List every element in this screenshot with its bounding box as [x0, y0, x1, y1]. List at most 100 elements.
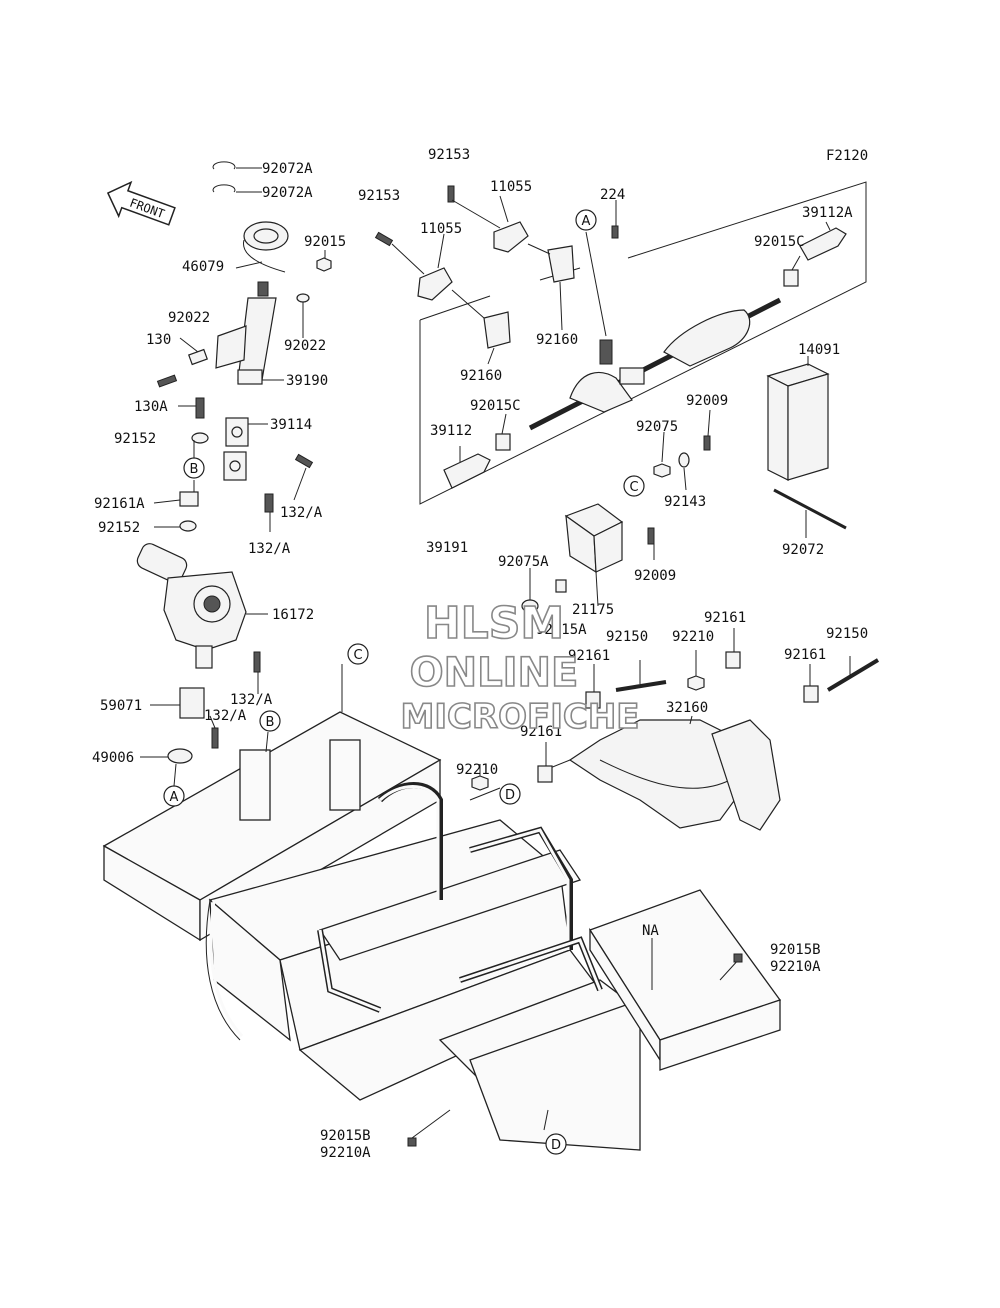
- bolt-icon: [447, 185, 455, 203]
- part-label: 92153: [358, 188, 400, 204]
- strap-icon: [773, 488, 847, 530]
- part-label: 92161: [520, 724, 562, 740]
- bolt-icon: [733, 953, 743, 963]
- part-label: 11055: [490, 179, 532, 195]
- control-module-icon: [564, 503, 624, 574]
- nut-icon: [687, 675, 705, 691]
- joint-icon: [179, 651, 261, 749]
- bolt-icon: [647, 527, 655, 545]
- svg-text:MICROFICHE: MICROFICHE: [400, 697, 639, 737]
- part-label: 92161: [568, 648, 610, 664]
- part-label: 92210: [456, 762, 498, 778]
- part-label: 39190: [286, 373, 328, 389]
- bushing-icon: [725, 651, 741, 669]
- part-label: 92015A: [536, 622, 587, 638]
- part-label: 92150: [606, 629, 648, 645]
- bolt-icon: [156, 374, 178, 388]
- washer-icon: [188, 348, 208, 366]
- part-label: 92075A: [498, 554, 549, 570]
- part-label: 49006: [92, 750, 134, 766]
- part-label: 39114: [270, 417, 312, 433]
- part-label: 92009: [634, 568, 676, 584]
- part-label: 92072A: [262, 185, 313, 201]
- steering-boot-icon: [243, 221, 289, 273]
- bolt-icon: [195, 397, 205, 419]
- part-label: 92022: [168, 310, 210, 326]
- svg-text:D: D: [505, 788, 515, 803]
- callout-d: D: [499, 783, 521, 805]
- tie-rod-end-icon: [783, 227, 847, 287]
- figure-code: F2120: [826, 148, 868, 164]
- svg-text:A: A: [582, 214, 591, 229]
- part-label: 39112: [430, 423, 472, 439]
- part-label: 92150: [826, 626, 868, 642]
- universal-joint-icon: [223, 417, 249, 481]
- part-label: 92075: [636, 419, 678, 435]
- bolt-icon: [703, 435, 711, 451]
- power-steering-unit-icon: [136, 543, 247, 669]
- part-label: 132/A: [248, 541, 291, 557]
- callout-d: D: [545, 1133, 567, 1155]
- snap-ring-icon: [212, 161, 236, 193]
- bushing-icon: [585, 691, 601, 709]
- part-label: 21175: [572, 602, 614, 618]
- clamp-icon: [493, 221, 529, 253]
- part-label: 92161A: [94, 496, 145, 512]
- part-label: 130A: [134, 399, 168, 415]
- part-label: 92015B: [320, 1128, 371, 1144]
- svg-text:C: C: [629, 480, 638, 495]
- part-label: 92161: [784, 647, 826, 663]
- nut-icon: [471, 775, 489, 791]
- washer-icon: [678, 452, 690, 468]
- part-label: 92015C: [470, 398, 521, 414]
- part-label: 32160: [666, 700, 708, 716]
- callout-a: A: [575, 209, 597, 231]
- part-label: 92143: [664, 494, 706, 510]
- part-label: 132/A: [230, 692, 273, 708]
- clamp-icon: [417, 267, 453, 301]
- part-label: 92160: [460, 368, 502, 384]
- callout-na: NA: [642, 923, 659, 939]
- bolt-icon: [374, 231, 394, 247]
- washer-icon: [296, 293, 310, 303]
- washer-icon: [179, 520, 197, 532]
- bushing-icon: [179, 491, 199, 507]
- part-label: 92009: [686, 393, 728, 409]
- callout-a: A: [163, 785, 185, 807]
- washer-icon: [191, 432, 209, 444]
- screw-icon: [611, 225, 619, 239]
- part-label: 16172: [272, 607, 314, 623]
- ecu-box-icon: [766, 363, 830, 481]
- svg-text:ONLINE: ONLINE: [410, 650, 579, 696]
- callout-b: B: [183, 457, 205, 479]
- bolt-icon: [826, 658, 880, 692]
- part-label: 92022: [284, 338, 326, 354]
- part-label: 92160: [536, 332, 578, 348]
- rubber-bushing-icon: [483, 311, 511, 349]
- part-label: 39191: [426, 540, 468, 556]
- part-label: 132/A: [280, 505, 323, 521]
- part-label: 224: [600, 187, 625, 203]
- part-label: 92015C: [754, 234, 805, 250]
- rubber-bushing-icon: [547, 245, 575, 283]
- steering-column-icon: [215, 281, 277, 385]
- part-label: 14091: [798, 342, 840, 358]
- part-label: 92210A: [320, 1145, 371, 1161]
- svg-text:B: B: [266, 715, 275, 730]
- svg-text:A: A: [170, 790, 179, 805]
- steering-rack-icon: [528, 297, 782, 431]
- watermark: HLSM ONLINE MICROFICHE: [400, 597, 641, 738]
- svg-text:HLSM: HLSM: [424, 598, 564, 649]
- part-label: 11055: [420, 221, 462, 237]
- callout-c: C: [623, 475, 645, 497]
- callout-b: B: [259, 710, 281, 732]
- bushing-icon: [803, 685, 819, 703]
- front-arrow-icon: FRONT: [106, 180, 176, 226]
- nut-icon: [316, 257, 332, 272]
- part-label: 130: [146, 332, 171, 348]
- part-label: 59071: [100, 698, 142, 714]
- vehicle-frame-icon: [102, 711, 782, 1151]
- part-label: 92015: [304, 234, 346, 250]
- part-label: 92072: [782, 542, 824, 558]
